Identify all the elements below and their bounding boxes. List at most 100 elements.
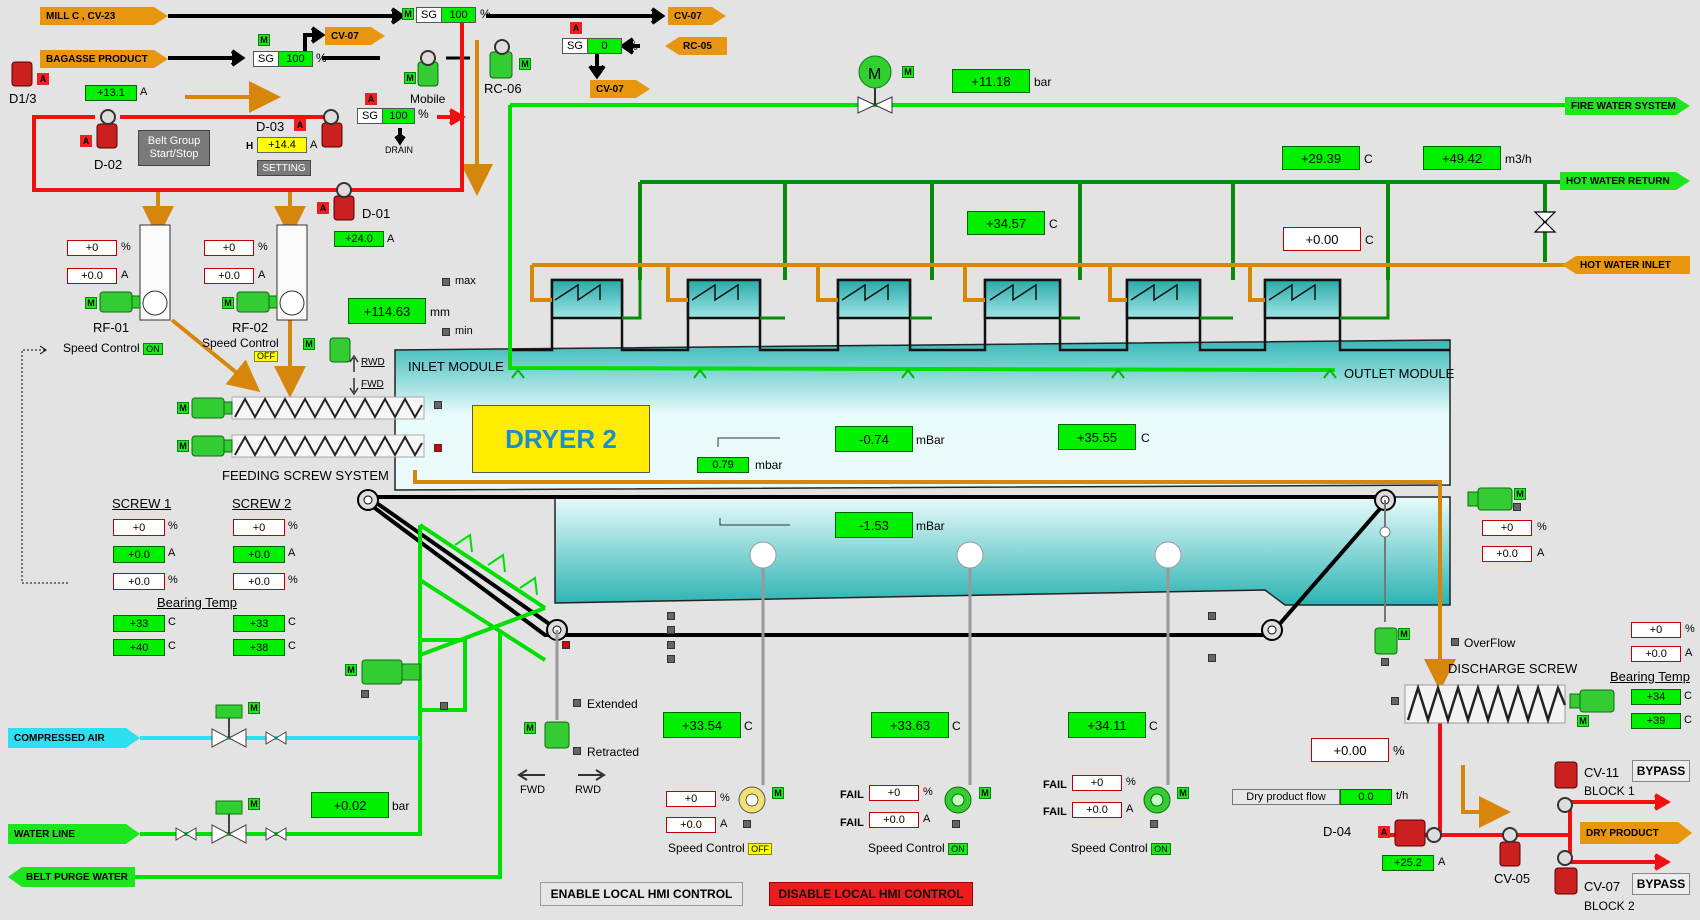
d01-alarm: A — [317, 202, 329, 214]
fan2-speed-control[interactable]: Speed Control ON — [868, 842, 968, 855]
outlet-temp-unit: C — [1141, 431, 1150, 445]
rf02-current-unit: A — [258, 269, 266, 281]
rc06-label: RC-06 — [484, 81, 522, 96]
water-line-pressure: +0.02 — [311, 792, 389, 818]
screw1-speed: +0 — [113, 519, 165, 536]
d03-current-unit: A — [310, 139, 318, 151]
fan3-speed-control[interactable]: Speed Control ON — [1071, 842, 1171, 855]
fan3-status — [1150, 820, 1158, 828]
screw1-bt2-unit: C — [168, 640, 176, 652]
discharge-bearing-temp-1: +34 — [1631, 689, 1681, 705]
screw1-load: +0.0 — [113, 573, 165, 590]
outlet-module-label: OUTLET MODULE — [1344, 366, 1455, 381]
min-indicator — [442, 328, 450, 336]
bearing-temp-header: Bearing Temp — [157, 595, 237, 610]
fan3-fail-1: FAIL — [1043, 779, 1067, 791]
discharge-current: +0.0 — [1631, 646, 1681, 662]
rf02-motor-badge: M — [222, 297, 234, 309]
belt-drive-speed-unit: % — [1537, 521, 1547, 533]
tension-fwd-button[interactable]: FWD — [520, 784, 546, 796]
belt-drive-status — [1513, 503, 1521, 511]
hot-water-valve — [1533, 211, 1557, 233]
cv11-bypass-button[interactable]: BYPASS — [1632, 760, 1690, 782]
discharge-output: +0.00 — [1311, 738, 1389, 762]
block1-label: BLOCK 1 — [1584, 784, 1635, 798]
screw2-current-unit: A — [288, 547, 296, 559]
inlet-module-label: INLET MODULE — [408, 359, 504, 374]
screw2-bt2-unit: C — [288, 640, 296, 652]
level-unit: mm — [430, 305, 450, 319]
min-label: min — [455, 325, 473, 337]
screw1-header: SCREW 1 — [112, 496, 172, 511]
cv07-small-tag: CV-07 — [325, 27, 385, 45]
enable-local-hmi-button[interactable]: ENABLE LOCAL HMI CONTROL — [540, 882, 743, 906]
rf01-motor-badge: M — [85, 297, 97, 309]
d04-label: D-04 — [1323, 824, 1352, 839]
fan1-motor-badge: M — [772, 787, 784, 799]
rf01-label: RF-01 — [93, 320, 130, 335]
hot-water-inlet-pipes — [530, 263, 1580, 302]
fan3-speed-unit: % — [1126, 776, 1136, 788]
fan1-speed-unit: % — [720, 792, 730, 804]
screw-fwd-button[interactable]: FWD — [361, 379, 384, 390]
fan2-fail-1: FAIL — [840, 789, 864, 801]
fan-motors — [738, 786, 1171, 814]
fan2-temp: +33.63 — [871, 712, 949, 738]
rf01-speed-unit: % — [121, 241, 131, 253]
screw1-bt1-unit: C — [168, 616, 176, 628]
belt-group-start-stop-button[interactable]: Belt Group Start/Stop — [138, 130, 210, 166]
rf01-current: +0.0 — [67, 268, 117, 284]
rf01-speed-control[interactable]: Speed Control ON — [63, 342, 163, 355]
discharge-current-unit: A — [1685, 647, 1693, 659]
d04-alarm: A — [1378, 826, 1390, 838]
screw2-current: +0.0 — [233, 546, 285, 563]
extended-label: Extended — [587, 697, 638, 711]
d01-label: D-01 — [362, 206, 391, 221]
screw2-bearing-temp-2: +38 — [233, 639, 285, 656]
disable-local-hmi-button[interactable]: DISABLE LOCAL HMI CONTROL — [769, 882, 973, 906]
rf02-label: RF-02 — [232, 320, 269, 335]
hot-water-inlet-tag: HOT WATER INLET — [1562, 256, 1690, 274]
d01-current: +24.0 — [334, 231, 384, 247]
tensioner-status — [1381, 658, 1389, 666]
green-motors — [99, 51, 1615, 749]
belt-sensor-4 — [667, 655, 675, 663]
d04-current: +25.2 — [1382, 855, 1434, 871]
outlet-temp: +35.55 — [1058, 424, 1136, 450]
block2-label: BLOCK 2 — [1584, 899, 1635, 913]
fan2-status — [952, 820, 960, 828]
lower-pressure: -1.53 — [835, 512, 913, 538]
fan3-current: +0.0 — [1072, 802, 1122, 818]
cv07-bypass-button[interactable]: BYPASS — [1632, 873, 1690, 895]
discharge-bt1-unit: C — [1684, 690, 1692, 702]
sg3-unit: % — [627, 39, 638, 53]
hot-water-return-pipes — [622, 180, 1560, 320]
d03-setting-button[interactable]: SETTING — [257, 160, 311, 176]
discharge-motor-badge: M — [1577, 715, 1589, 727]
belt-wash-motor-badge: M — [345, 664, 357, 676]
fan1-speed-control[interactable]: Speed Control OFF — [668, 842, 773, 855]
screw-rwd-button[interactable]: RWD — [361, 357, 385, 368]
hot-water-return-temp: +29.39 — [1282, 146, 1360, 170]
tension-rwd-button[interactable]: RWD — [575, 784, 602, 796]
air-valve — [211, 704, 287, 748]
overflow-label: OverFlow — [1464, 636, 1516, 650]
header-temp: +34.57 — [967, 211, 1045, 235]
fan1-temp-unit: C — [744, 719, 753, 733]
drain-label: DRAIN — [385, 145, 414, 155]
belt-wash-status — [361, 690, 369, 698]
fire-water-nozzles — [511, 368, 1337, 379]
screw1-load-unit: % — [168, 574, 178, 586]
screw2-status — [434, 444, 442, 452]
rf02-speed-control-status[interactable]: OFF — [254, 351, 278, 362]
fan2-speed: +0 — [869, 785, 919, 801]
lower-pressure-unit: mBar — [916, 519, 945, 533]
discharge-status — [1391, 697, 1399, 705]
inlet-temp-unit: C — [1365, 233, 1374, 247]
fan1-speed: +0 — [666, 791, 716, 807]
discharge-output-unit: % — [1393, 743, 1405, 758]
